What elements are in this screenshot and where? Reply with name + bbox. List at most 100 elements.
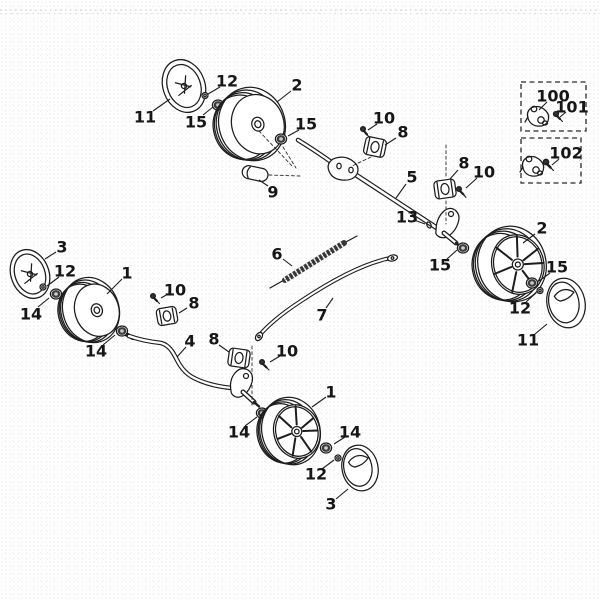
callout-label-15-14[interactable]: 15 xyxy=(546,258,568,277)
callout-label-12-23[interactable]: 12 xyxy=(54,262,76,281)
wheel-cover-11-front xyxy=(546,277,586,329)
callout-leader-11-0 xyxy=(152,98,171,112)
callout-leader-10-6 xyxy=(367,123,378,131)
callout-label-15-4[interactable]: 15 xyxy=(295,115,317,134)
callout-label-8-27[interactable]: 8 xyxy=(188,294,199,313)
callout-label-101-18[interactable]: 101 xyxy=(555,98,588,117)
callout-label-15-2[interactable]: 15 xyxy=(185,113,207,132)
callout-label-14-28[interactable]: 14 xyxy=(85,342,107,361)
callout-leader-14-32 xyxy=(244,416,258,427)
callout-leader-2-13 xyxy=(522,233,536,244)
callout-leader-7-21 xyxy=(325,297,334,309)
screw-10-front-right xyxy=(258,358,270,371)
callout-label-3-36[interactable]: 3 xyxy=(325,495,336,514)
callout-label-14-34[interactable]: 14 xyxy=(339,423,361,442)
callout-leader-8-30 xyxy=(218,344,230,353)
callout-leader-13-9 xyxy=(413,219,426,225)
lock-nut-14-front-outer xyxy=(319,442,333,454)
washer-12-rear-outer xyxy=(536,286,544,295)
callout-label-100-17[interactable]: 100 xyxy=(536,87,569,106)
callout-label-14-24[interactable]: 14 xyxy=(20,305,42,324)
handle-grip-9 xyxy=(241,165,269,182)
callout-label-10-26[interactable]: 10 xyxy=(164,281,186,300)
callout-label-10-31[interactable]: 10 xyxy=(276,342,298,361)
callout-leader-10-11 xyxy=(465,177,478,189)
callout-label-15-12[interactable]: 15 xyxy=(429,256,451,275)
callout-label-13-9[interactable]: 13 xyxy=(396,208,418,227)
callout-leader-3-22 xyxy=(44,251,57,260)
callout-leader-6-20 xyxy=(282,258,293,267)
lock-nut-15-rear-bracket xyxy=(456,242,470,254)
lock-nut-15-rear-outer xyxy=(525,277,539,289)
screw-10-frontleft xyxy=(149,292,161,305)
callout-label-4-29[interactable]: 4 xyxy=(184,332,195,351)
callout-leader-3-36 xyxy=(335,488,349,500)
callout-label-1-33[interactable]: 1 xyxy=(325,383,336,402)
wheel-cover-11-back xyxy=(161,59,207,113)
callout-label-8-10[interactable]: 8 xyxy=(458,154,469,173)
lock-nut-15-axle-left xyxy=(274,133,288,145)
callout-leader-9-5 xyxy=(258,179,269,187)
adjuster-rod-7 xyxy=(254,254,399,342)
callout-leader-8-10 xyxy=(449,169,459,180)
bearing-bracket-8-rear-left xyxy=(362,136,388,158)
callout-label-9-5[interactable]: 9 xyxy=(267,183,278,202)
front-axle-wheel-bracket xyxy=(229,367,261,408)
callout-label-10-6[interactable]: 10 xyxy=(373,109,395,128)
callout-label-11-16[interactable]: 11 xyxy=(517,331,539,350)
callout-leader-15-4 xyxy=(287,129,300,137)
callout-leader-100-17 xyxy=(538,101,548,111)
callout-label-8-30[interactable]: 8 xyxy=(208,330,219,349)
callout-leader-5-8 xyxy=(395,183,407,199)
callout-label-6-20[interactable]: 6 xyxy=(271,245,282,264)
service-kit-box-100-101 xyxy=(520,81,587,132)
callout-label-12-35[interactable]: 12 xyxy=(305,465,327,484)
callout-leader-10-31 xyxy=(269,355,281,363)
callout-leader-12-1 xyxy=(207,86,221,95)
callout-label-2-13[interactable]: 2 xyxy=(536,219,547,238)
callout-leader-8-27 xyxy=(178,307,188,314)
service-kit-box-102 xyxy=(520,137,582,184)
callout-leader-12-23 xyxy=(46,276,60,287)
washer-12-frontleft xyxy=(39,283,47,291)
rear-axle-wheel-bracket xyxy=(435,207,463,249)
callout-leader-14-28 xyxy=(102,334,116,346)
wheel-2-back xyxy=(212,86,287,162)
callout-label-12-15[interactable]: 12 xyxy=(509,299,531,318)
bearing-bracket-8-front-right xyxy=(227,347,251,369)
wheel-cover-3-front xyxy=(341,444,379,492)
callout-label-14-32[interactable]: 14 xyxy=(228,423,250,442)
callout-label-3-22[interactable]: 3 xyxy=(56,238,67,257)
callout-leader-11-16 xyxy=(534,323,548,335)
callout-label-102-19[interactable]: 102 xyxy=(549,144,582,163)
clip-13 xyxy=(426,221,432,229)
screw-10-rear-left xyxy=(359,125,371,139)
callout-label-8-7[interactable]: 8 xyxy=(397,123,408,142)
callout-label-2-3[interactable]: 2 xyxy=(291,76,302,95)
callout-leader-12-15 xyxy=(525,292,537,303)
screw-102 xyxy=(542,158,555,172)
callout-leader-101-18 xyxy=(559,111,567,118)
callout-leader-1-25 xyxy=(106,278,123,295)
callout-leader-15-14 xyxy=(538,272,551,282)
assembly-dashed-lines xyxy=(251,130,447,407)
callout-leader-10-26 xyxy=(160,293,169,299)
callout-label-1-25[interactable]: 1 xyxy=(121,264,132,283)
callout-label-10-11[interactable]: 10 xyxy=(473,163,495,182)
service-kit-100-assembly xyxy=(524,105,550,127)
callout-label-5-8[interactable]: 5 xyxy=(406,168,417,187)
callout-label-11-0[interactable]: 11 xyxy=(134,108,156,127)
lock-nut-14-frontleft-inner xyxy=(115,325,129,337)
kit-box-layer xyxy=(520,81,587,184)
service-kit-102-assembly xyxy=(519,155,545,177)
callout-leader-15-12 xyxy=(446,249,458,260)
callout-leader-14-34 xyxy=(333,436,346,445)
callout-label-7-21[interactable]: 7 xyxy=(316,306,327,325)
callout-label-12-1[interactable]: 12 xyxy=(216,72,238,91)
callout-leader-102-19 xyxy=(551,158,560,166)
callout-leader-1-33 xyxy=(311,396,327,408)
callout-leader-12-35 xyxy=(321,459,335,470)
